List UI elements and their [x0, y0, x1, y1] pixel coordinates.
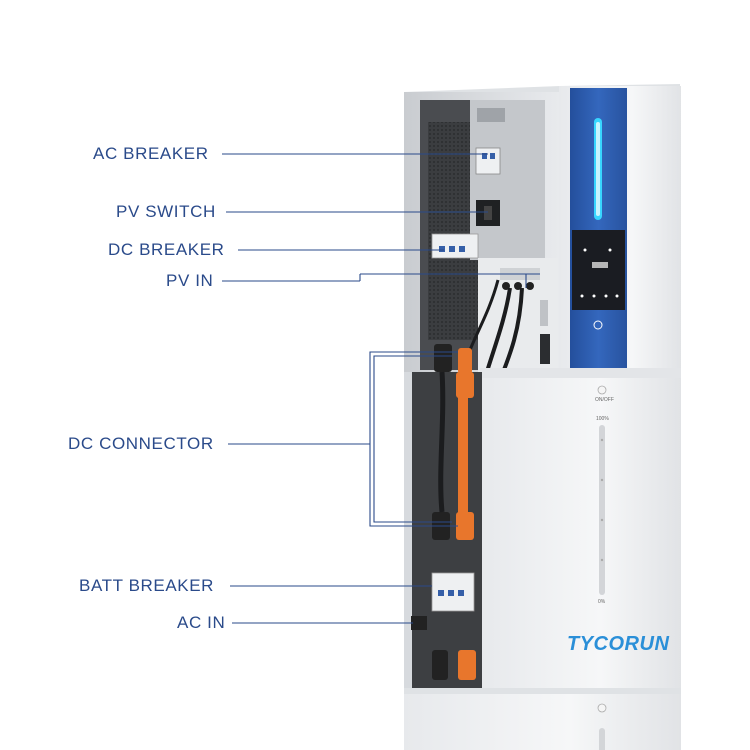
lcd-display	[572, 230, 625, 310]
battery-module-1	[404, 344, 681, 688]
battery-power-button-icon[interactable]	[597, 385, 607, 395]
power-button-icon[interactable]	[593, 320, 603, 330]
soc-low-label: 0%	[598, 599, 606, 605]
label-batt-breaker: BATT BREAKER	[79, 576, 215, 595]
ac-in-port	[411, 616, 427, 630]
inverter-unit	[404, 84, 681, 381]
battery-module-2	[404, 688, 681, 750]
battery-onoff-label: ON/OFF	[595, 397, 614, 403]
soc-high-label: 100%	[596, 416, 609, 422]
soc-indicator	[599, 425, 605, 595]
inverter-front-panel	[570, 88, 627, 368]
label-pv-switch: PV SWITCH	[116, 202, 216, 221]
brand-logo: TYCORUN	[567, 633, 670, 655]
leader-lines	[222, 153, 540, 624]
dc-connector-cable	[432, 344, 474, 540]
label-dc-breaker: DC BREAKER	[108, 240, 225, 259]
label-dc-connector: DC CONNECTOR	[68, 434, 214, 453]
label-ac-in: AC IN	[177, 613, 226, 632]
label-pv-in: PV IN	[166, 271, 214, 290]
ac-breaker-module	[475, 147, 501, 175]
label-ac-breaker: AC BREAKER	[93, 144, 209, 163]
